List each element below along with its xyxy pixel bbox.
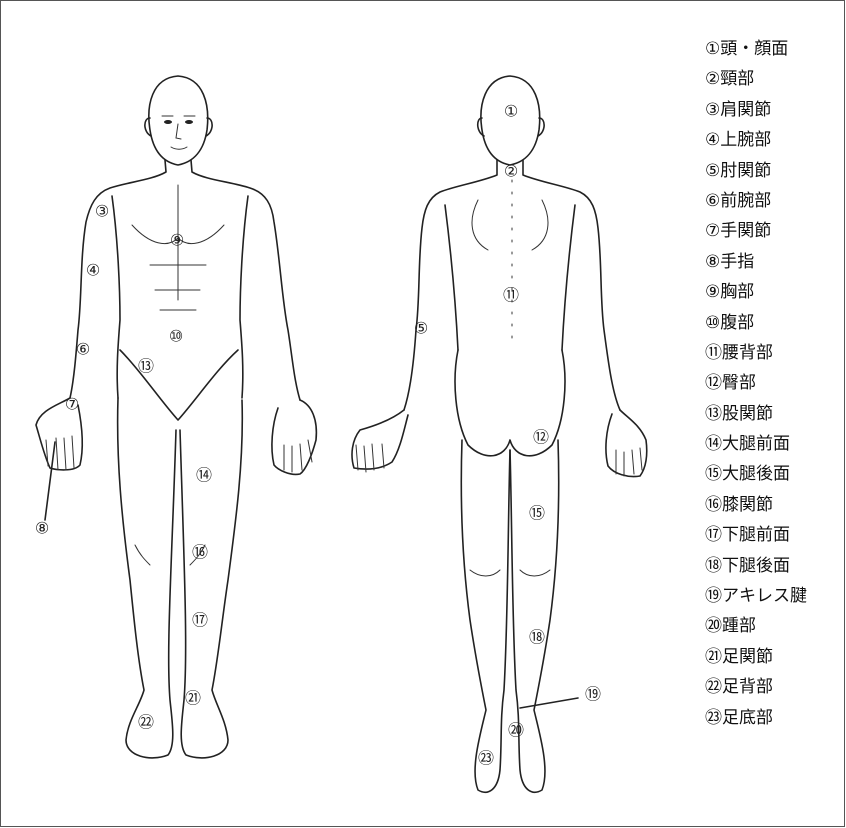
legend-item: ⑩腹部 [705, 308, 807, 338]
legend-item: ⑧手指 [705, 247, 807, 277]
legend-item: ⑯膝関節 [705, 490, 807, 520]
back-marker-head: ① [504, 102, 518, 121]
front-marker-ankle: ㉑ [185, 689, 201, 708]
leader-line-fingers [45, 442, 55, 520]
legend-item: ㉒足背部 [705, 672, 807, 702]
front-marker-abdomen: ⑩ [169, 327, 183, 346]
front-marker-instep: ㉒ [138, 713, 154, 732]
back-right-hand [606, 410, 647, 477]
legend-item: ⑲アキレス腱 [705, 581, 807, 611]
front-marker-chest: ⑨ [170, 231, 184, 250]
legend-item: ⑪腰背部 [705, 338, 807, 368]
legend-item: ⑨胸部 [705, 277, 807, 307]
front-marker-forearm: ⑥ [76, 340, 90, 359]
back-left-leg [461, 440, 510, 792]
legend-item: ⑥前腕部 [705, 186, 807, 216]
front-marker-shin: ⑰ [192, 611, 208, 630]
front-left-leg [118, 398, 176, 758]
legend-item: ⑬股関節 [705, 399, 807, 429]
back-shoulder-blades [472, 200, 548, 250]
leader-line-achilles [520, 698, 578, 708]
front-marker-wrist: ⑦ [65, 395, 79, 414]
back-left-hand [352, 410, 408, 469]
legend-item: ⑫臀部 [705, 368, 807, 398]
legend-item: ⑰下腿前面 [705, 520, 807, 550]
legend-item: ㉓足底部 [705, 703, 807, 733]
front-marker-hip-joint: ⑬ [138, 357, 154, 376]
back-marker-heel: ⑳ [508, 721, 524, 740]
back-trunk [445, 205, 575, 350]
back-body-figure [352, 76, 647, 792]
front-face [162, 116, 195, 149]
legend-item: ⑤肘関節 [705, 156, 807, 186]
body-part-legend: ①頭・顔面②頸部③肩関節④上腕部⑤肘関節⑥前腕部⑦手関節⑧手指⑨胸部⑩腹部⑪腰背… [705, 34, 807, 733]
legend-item: ⑭大腿前面 [705, 429, 807, 459]
back-marker-calf: ⑱ [529, 628, 545, 647]
front-body-figure [36, 76, 316, 758]
legend-item: ⑦手関節 [705, 216, 807, 246]
back-knee-lines [470, 570, 550, 576]
back-marker-neck: ② [504, 162, 518, 181]
back-marker-achilles: ⑲ [585, 685, 601, 704]
front-torso-outline [70, 160, 300, 400]
back-marker-sole: ㉓ [478, 749, 494, 768]
back-head [481, 76, 540, 165]
front-marker-fingers: ⑧ [35, 519, 49, 538]
front-marker-knee: ⑯ [192, 543, 208, 562]
front-marker-thigh-front: ⑭ [196, 466, 212, 485]
back-marker-buttocks: ⑫ [533, 428, 549, 447]
front-trunk [112, 196, 248, 398]
front-head [149, 76, 208, 165]
back-marker-lower-back: ⑪ [503, 286, 519, 305]
front-right-hand [272, 400, 316, 474]
front-marker-upper-arm: ④ [86, 261, 100, 280]
legend-item: ③肩関節 [705, 95, 807, 125]
legend-item: ②頸部 [705, 64, 807, 94]
back-marker-elbow: ⑤ [414, 319, 428, 338]
back-marker-thigh-back: ⑮ [529, 504, 545, 523]
legend-item: ⑮大腿後面 [705, 459, 807, 489]
legend-item: ㉑足関節 [705, 642, 807, 672]
front-marker-shoulder: ③ [95, 202, 109, 221]
legend-item: ⑱下腿後面 [705, 551, 807, 581]
legend-item: ④上腕部 [705, 125, 807, 155]
legend-item: ①頭・顔面 [705, 34, 807, 64]
legend-item: ⑳踵部 [705, 611, 807, 641]
